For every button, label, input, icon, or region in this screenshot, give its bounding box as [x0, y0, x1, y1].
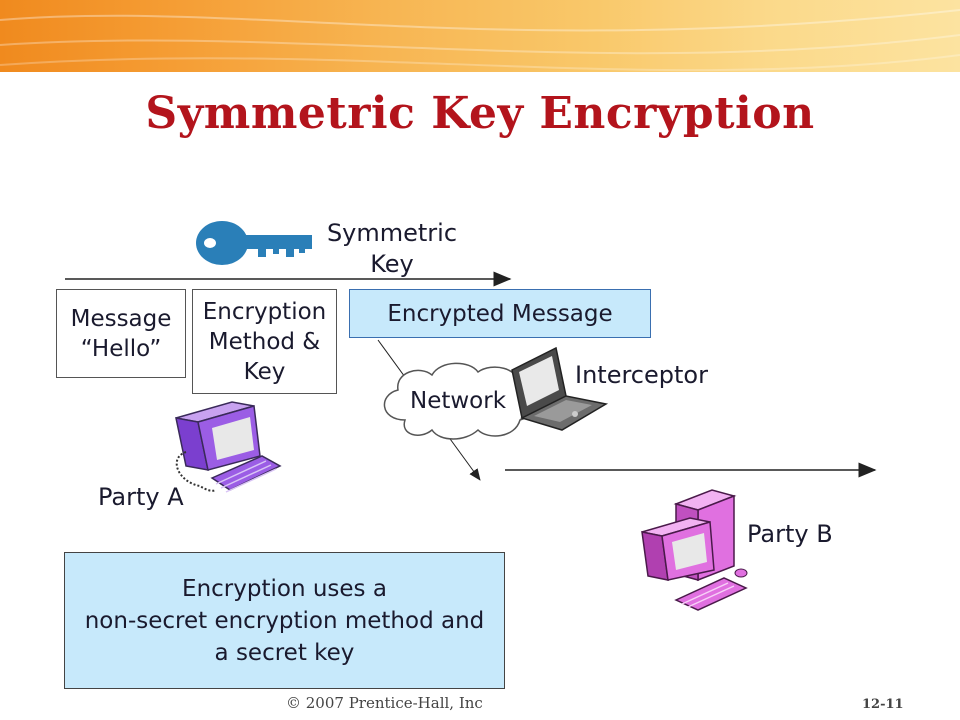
encryption-method-box: Encryption Method & Key: [192, 289, 337, 394]
note-line3: a secret key: [214, 640, 355, 666]
method-box-line1: Encryption: [202, 298, 327, 325]
encrypted-message-box: Encrypted Message: [349, 289, 651, 338]
laptop-icon: [511, 346, 609, 431]
party-b-label: Party B: [747, 520, 833, 548]
note-line1: Encryption uses a: [182, 576, 387, 602]
key-icon: [196, 221, 312, 265]
tower-computer-icon: [641, 489, 748, 611]
network-label: Network: [410, 388, 507, 414]
message-box: Message “Hello”: [56, 289, 186, 378]
slide-number: 12-11: [862, 697, 904, 712]
key-label-line2: Key: [370, 250, 414, 278]
desktop-computer-icon: [175, 401, 282, 493]
slide-title: Symmetric Key Encryption: [145, 88, 815, 139]
method-box-line2: Method &: [208, 328, 321, 355]
key-label-line1: Symmetric: [326, 219, 458, 247]
method-box-line3: Key: [243, 358, 286, 385]
header-banner: [0, 0, 960, 72]
key-label: Symmetric Key: [320, 218, 464, 280]
party-a-label: Party A: [98, 483, 184, 511]
interceptor-label: Interceptor: [575, 361, 708, 389]
note-box: Encryption uses a non-secret encryption …: [64, 552, 505, 689]
footer-copyright: © 2007 Prentice-Hall, Inc: [286, 694, 483, 712]
note-line2: non-secret encryption method and: [84, 608, 485, 634]
banner-decoration: [0, 9, 960, 72]
message-box-line1: Message: [70, 305, 172, 332]
message-box-line2: “Hello”: [80, 335, 162, 362]
